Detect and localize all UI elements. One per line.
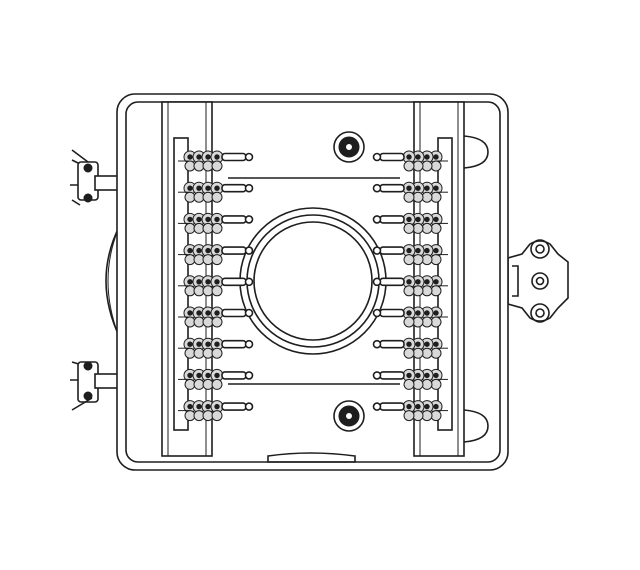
left-terminal-row xyxy=(178,150,254,172)
left-terminal-block xyxy=(178,150,254,422)
right-terminal-block xyxy=(372,150,448,422)
left-terminal-row xyxy=(178,275,254,297)
right-terminal-row xyxy=(372,306,448,328)
right-terminal-row xyxy=(372,212,448,234)
right-boss-bottom xyxy=(463,409,489,443)
right-terminal-row xyxy=(372,244,448,266)
left-hinge-bottom xyxy=(70,361,120,411)
left-terminal-row xyxy=(178,181,254,203)
left-terminal-row xyxy=(178,400,254,422)
left-terminal-row xyxy=(178,337,254,359)
right-mounting-ear xyxy=(507,239,569,323)
central-cable-gland xyxy=(239,207,387,355)
right-terminal-row xyxy=(372,181,448,203)
left-hinge-top xyxy=(70,149,120,206)
right-terminal-row xyxy=(372,150,448,172)
top-mounting-screw xyxy=(333,131,365,163)
left-terminal-row xyxy=(178,368,254,390)
left-terminal-row xyxy=(178,306,254,328)
right-terminal-row xyxy=(372,275,448,297)
right-terminal-row xyxy=(372,368,448,390)
left-terminal-row xyxy=(178,244,254,266)
right-terminal-row xyxy=(372,337,448,359)
right-boss-top xyxy=(463,135,489,169)
bottom-cable-slot xyxy=(267,452,356,463)
right-terminal-row xyxy=(372,400,448,422)
left-terminal-row xyxy=(178,212,254,234)
bottom-mounting-screw xyxy=(333,400,365,432)
